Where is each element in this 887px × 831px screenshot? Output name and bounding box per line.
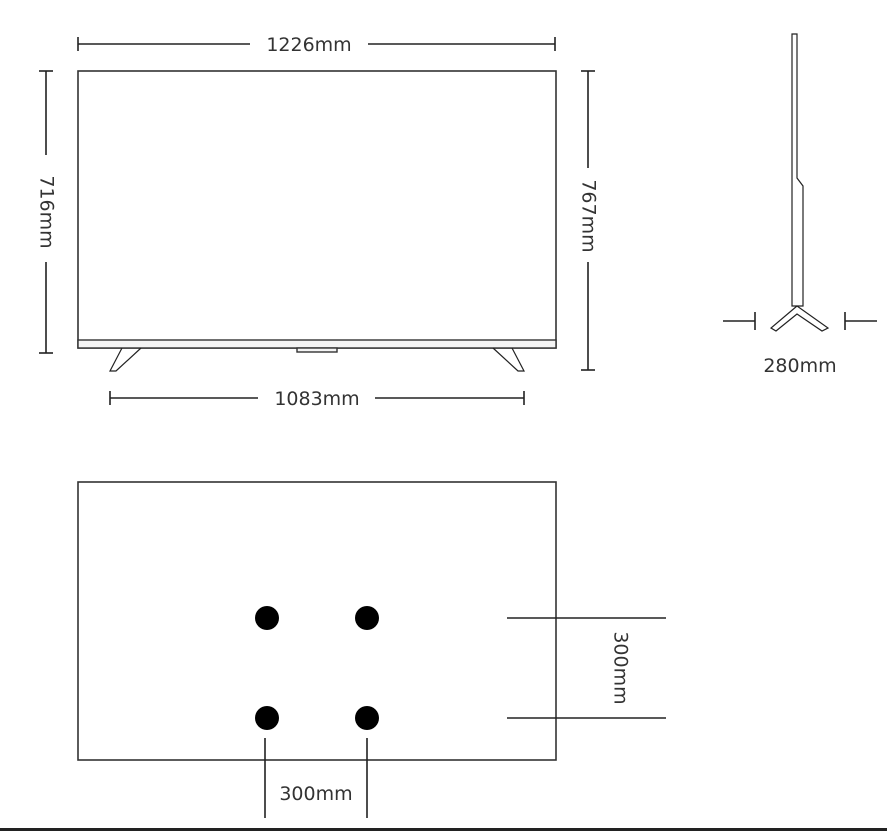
tv-back-panel [77,481,557,761]
vesa-hole-bottom-right [355,706,379,730]
vesa-hole-top-left [255,606,279,630]
tv-bottom-bezel [77,339,557,349]
tv-side-profile [791,33,804,307]
total-height-dimension: 767mm [578,70,600,371]
height-dimension: 716mm [36,70,58,354]
vesa-hole-bottom-left [255,706,279,730]
tv-logo-bar [296,347,338,353]
tv-foot-left [109,347,142,372]
stand-span-label: 1083mm [274,388,359,410]
tv-side-stand [769,305,830,332]
width-dimension: 1226mm [77,34,556,56]
stand-span-dimension: 1083mm [109,388,525,410]
bottom-divider [0,828,887,831]
tv-foot-right [492,347,525,372]
vesa-horizontal-label: 300mm [279,783,352,805]
width-label: 1226mm [266,34,351,56]
depth-dimension: 280mm [723,312,877,377]
vesa-vertical-dimension: 300mm [507,617,666,719]
side-view: 280mm [723,33,877,377]
tv-screen-front [77,70,557,349]
vesa-horizontal-dimension: 300mm [264,738,368,818]
front-view: 1226mm 716mm 767mm [36,34,600,410]
total-height-label: 767mm [578,179,600,252]
back-view: 300mm 300mm [77,481,666,818]
vesa-hole-top-right [355,606,379,630]
depth-label: 280mm [763,355,836,377]
vesa-vertical-label: 300mm [610,631,632,704]
height-label: 716mm [36,175,58,248]
